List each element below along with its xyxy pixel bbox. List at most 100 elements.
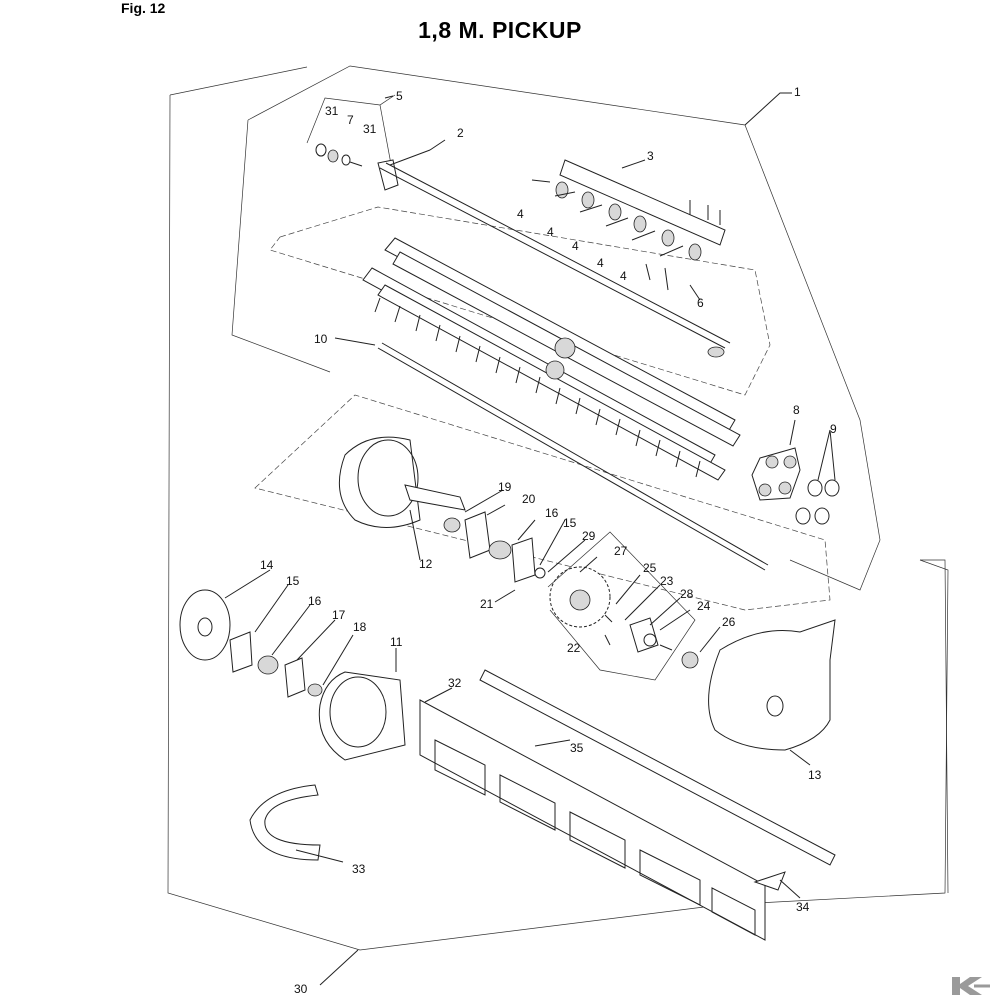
label-30: 30 [294,982,308,996]
guard-32 [419,699,766,941]
bolt-small [349,161,363,167]
label-24: 24 [697,599,711,613]
label-23: 23 [660,574,674,588]
drive-plane [254,394,831,611]
label-28: 28 [680,587,694,601]
guard-32-windows [434,739,756,936]
label-8: 8 [793,403,800,417]
washer-7 [327,149,339,163]
roller-9c [795,507,811,525]
label-18: 18 [353,620,367,634]
label-25: 25 [643,561,657,575]
flange-20 [464,511,491,559]
bracket-arm [377,159,399,191]
label-4a: 4 [517,207,524,221]
pins-22-25 [604,614,673,651]
cam-housing-12-face [357,439,419,517]
label-15a: 15 [563,516,577,530]
label-9: 9 [830,422,837,436]
label-1: 1 [794,85,801,99]
spacer-29 [534,567,546,579]
label-31b: 31 [363,122,377,136]
drum-14 [179,589,231,661]
label-26: 26 [722,615,736,629]
tine-springs-4 [531,179,702,261]
label-10: 10 [314,332,328,346]
label-29: 29 [582,529,596,543]
bolts-6 [645,200,721,291]
roller-9b [824,479,840,497]
bushing-18 [307,683,323,697]
rod-10 [377,342,769,571]
reel-plane [269,206,771,396]
drive-parts-frame [547,531,696,681]
pickup-reel [362,237,741,481]
part-labels: 1 2 3 4 4 4 4 4 5 6 7 8 9 10 11 12 13 14… [260,85,837,996]
bearing-8b [783,455,797,469]
label-6: 6 [697,296,704,310]
cover-13-hole [766,695,784,717]
label-22: 22 [567,641,581,655]
tine-bar-3 [559,159,726,246]
label-4d: 4 [597,256,604,270]
shaft-2-end [707,346,725,358]
bearing-8d [778,481,792,495]
label-15b: 15 [286,574,300,588]
bearing-16 [488,540,512,560]
shaft-2 [379,162,731,349]
label-4e: 4 [620,269,627,283]
label-31a: 31 [325,104,339,118]
bushing-19 [443,517,461,533]
label-7: 7 [347,113,354,127]
label-21: 21 [480,597,494,611]
flange-15b [229,631,253,673]
label-11: 11 [390,635,403,649]
washer-31b [341,154,351,166]
assembly-outline-30-right [920,559,949,894]
page-title: 1,8 M. PICKUP [418,17,582,43]
flange-15 [511,537,536,583]
label-5: 5 [396,89,403,103]
leader-lines [224,92,836,986]
label-20: 20 [522,492,536,506]
label-13: 13 [808,768,822,782]
bearing-8a [765,455,779,469]
bush-26 [681,651,699,669]
label-16a: 16 [545,506,559,520]
brand-logo [952,977,990,995]
belt-33 [249,784,321,861]
label-3: 3 [647,149,654,163]
label-4b: 4 [547,225,554,239]
label-34: 34 [796,900,810,914]
bearing-8c [758,483,772,497]
label-32: 32 [448,676,462,690]
label-14: 14 [260,558,274,572]
reel-outline-1-left [231,119,331,373]
cam-arm [404,484,466,511]
reel-outline-1 [247,65,881,591]
sprocket-27-hub [569,589,591,611]
drum-14-hub [197,617,213,637]
label-35: 35 [570,741,584,755]
label-16b: 16 [308,594,322,608]
figure-number: Fig. 12 [121,0,166,16]
flange-17 [284,657,306,698]
washer-24 [643,633,657,647]
label-2: 2 [457,126,464,140]
label-27: 27 [614,544,628,558]
label-19: 19 [498,480,512,494]
roller-9a [807,479,823,497]
housing-11 [318,671,406,761]
label-33: 33 [352,862,366,876]
housing-11-face [329,676,387,748]
label-17: 17 [332,608,346,622]
roller-9d [814,507,830,525]
label-12: 12 [419,557,433,571]
bearing-16b [257,655,279,675]
strip-35 [479,669,836,866]
label-4c: 4 [572,239,579,253]
cam-housing-12 [338,436,421,528]
cover-13 [708,619,836,751]
washer-31a [315,143,327,157]
